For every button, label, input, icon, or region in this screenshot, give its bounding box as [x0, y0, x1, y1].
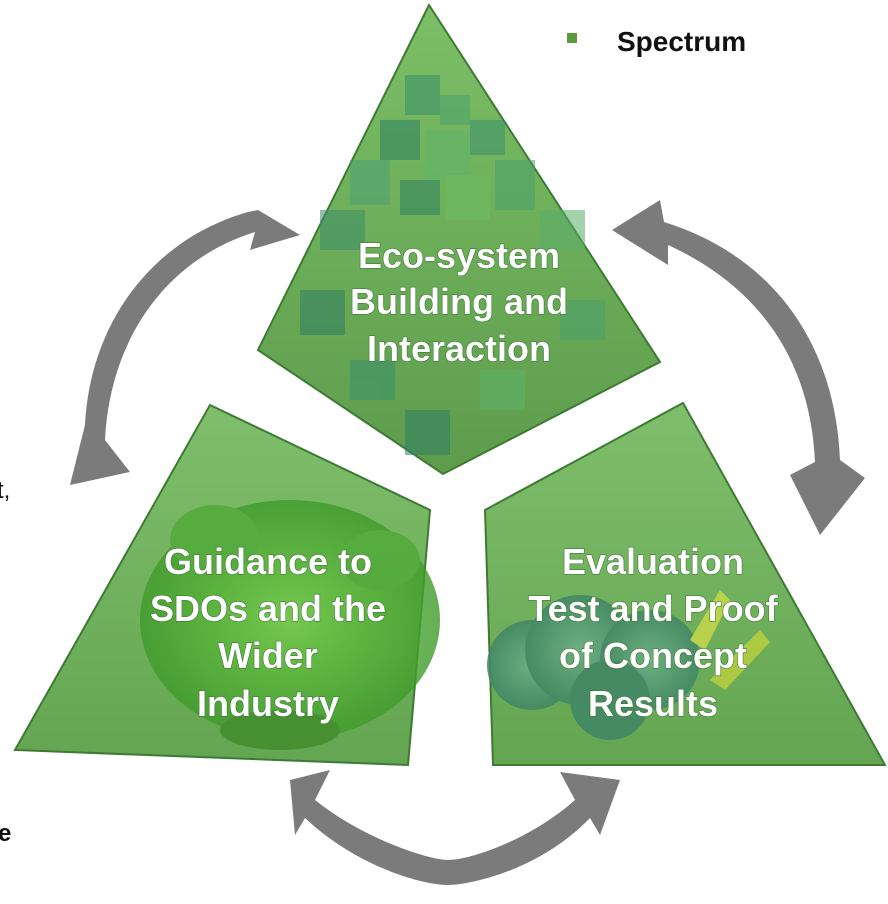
top-panel: Eco-system Building and Interaction — [256, 2, 662, 476]
mosaic-people-icon — [300, 75, 605, 455]
cloud-icon — [487, 590, 770, 740]
puzzle-icon — [140, 500, 440, 750]
left-edge-fragment-bold: e — [0, 820, 11, 847]
bullet-square-icon — [567, 33, 577, 43]
left-panel: Guidance to SDOs and the Wider Industry — [13, 403, 440, 767]
right-panel-line-2: Test and Proof — [528, 588, 778, 629]
bullet-label: Spectrum — [617, 26, 746, 57]
left-panel-line-3: Wider — [218, 635, 318, 676]
right-panel-line-3: of Concept — [559, 635, 747, 676]
arrow-left-icon — [70, 210, 300, 485]
right-panel-line-1: Evaluation — [562, 541, 744, 582]
top-panel-line-2: Building and — [350, 281, 568, 322]
arrow-right-icon — [612, 200, 865, 535]
left-edge-fragment: t, — [0, 477, 10, 504]
right-panel-line-4: Results — [588, 683, 718, 724]
left-panel-line-4: Industry — [197, 683, 339, 724]
top-panel-line-3: Interaction — [367, 328, 551, 369]
left-panel-line-1: Guidance to — [164, 541, 372, 582]
cycle-arrows — [70, 200, 865, 885]
right-panel: Evaluation Test and Proof of Concept Res… — [483, 401, 887, 766]
arrow-bottom-icon — [290, 770, 620, 885]
left-panel-line-2: SDOs and the — [150, 588, 386, 629]
top-panel-line-1: Eco-system — [358, 235, 560, 276]
